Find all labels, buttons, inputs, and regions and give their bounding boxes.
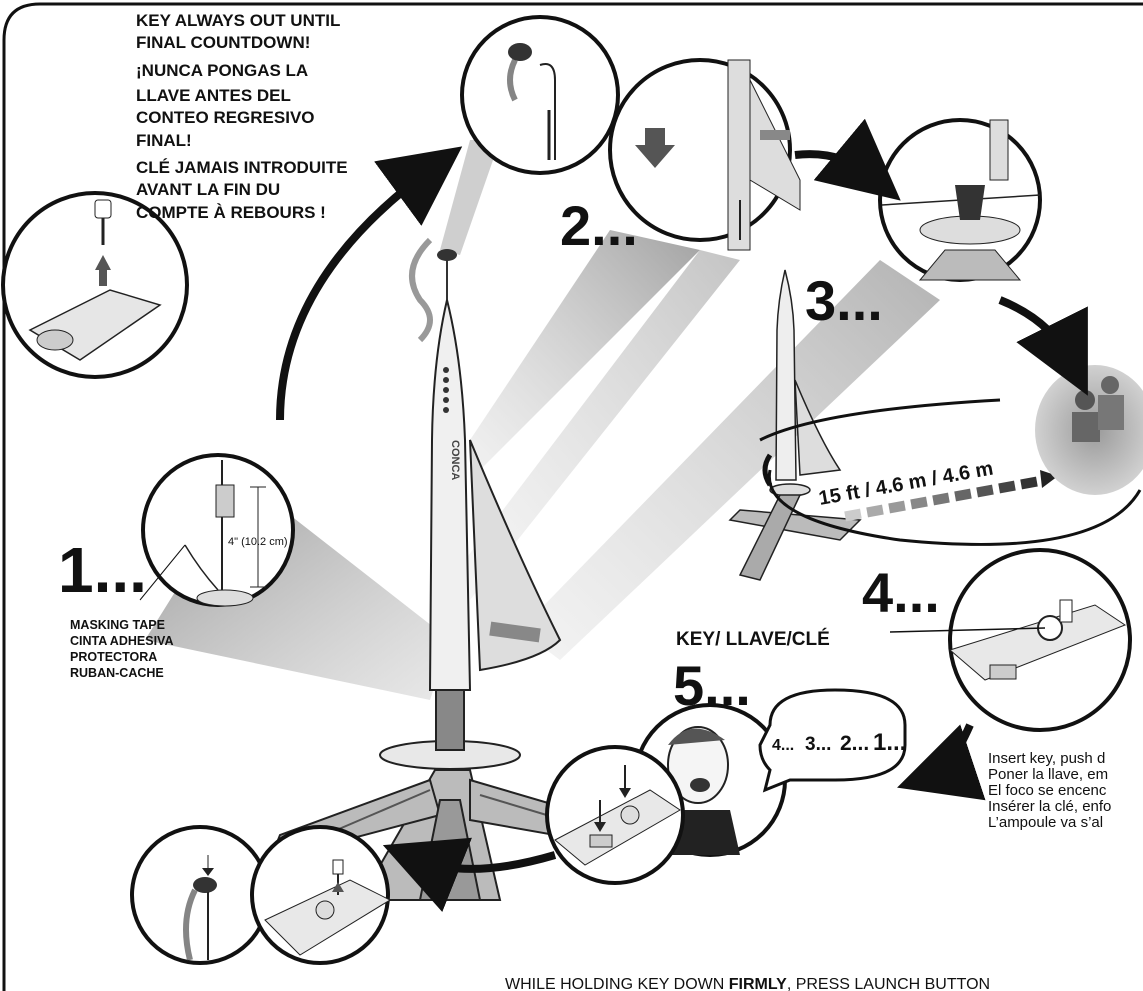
warning-line-7: CLÉ JAMAIS INTRODUITE [136,158,348,177]
tape-line-2: CINTA ADHESIVA [70,634,173,648]
arrow-step2-to-step3 [795,154,870,175]
circle-rod-cap [462,17,618,173]
step-3-label: 3... [805,269,883,332]
distance-label: 15 ft / 4.6 m / 4.6 m [817,458,995,510]
key-label: KEY/ LLAVE/CLÉ [676,628,830,650]
warning-line-6: FINAL! [136,131,192,150]
bottom-bold: FIRMLY [729,976,787,991]
countdown-3: 3... [805,734,831,755]
step-2-label: 2... [560,194,638,257]
circle-step3 [880,120,1040,280]
arrow-step4-to-insert [935,725,970,775]
tape-line-1: MASKING TAPE [70,618,165,632]
step-1-label: 1... [58,534,147,606]
streamer [412,240,430,340]
circle-remove-key [252,827,390,963]
warning-line-3: ¡NUNCA PONGAS LA [136,61,308,80]
main-rocket [430,300,470,690]
bottom-instruction: WHILE HOLDING KEY DOWN FIRMLY, PRESS LAU… [505,976,990,991]
warning-line-1: KEY ALWAYS OUT UNTIL [136,11,340,30]
arrow-step3-to-people [1000,300,1070,360]
insert-line-4: Insérer la clé, enfo [988,798,1111,815]
countdown-2: 2... [840,732,869,755]
warning-line-2: FINAL COUNTDOWN! [136,33,310,52]
insert-line-2: Poner la llave, em [988,766,1108,783]
circle-step2 [610,60,800,250]
tape-line-3: PROTECTORA [70,650,157,664]
insert-line-1: Insert key, push d [988,750,1105,767]
circle-press-key [547,747,683,883]
tape-line-4: RUBAN-CACHE [70,666,164,680]
warning-line-4: LLAVE ANTES DEL [136,86,291,105]
circle-remove-cap [132,827,268,963]
insert-line-3: El foco se encenc [988,782,1107,799]
warning-line-9: COMPTE À REBOURS ! [136,203,326,222]
bottom-part2: , PRESS LAUNCH BUTTON [787,976,990,991]
measure-label: 4" (10.2 cm) [228,536,288,548]
countdown-1: 1... [873,729,906,756]
circle-step1 [143,455,293,606]
warning-line-8: AVANT LA FIN DU [136,180,280,199]
countdown-4: 4... [772,737,794,754]
step-4-label: 4... [862,561,940,624]
insert-line-5: L’ampoule va s’al [988,814,1103,831]
circle-step4 [950,550,1130,730]
warning-line-5: CONTEO REGRESIVO [136,108,315,127]
rocket-name: CONCA [449,440,461,480]
bottom-part1: WHILE HOLDING KEY DOWN [505,976,729,991]
step-5-label: 5... [673,654,751,717]
